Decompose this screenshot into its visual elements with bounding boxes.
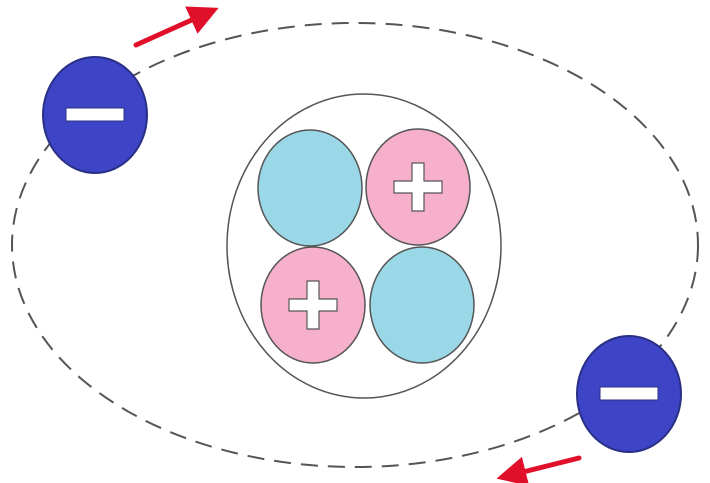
arrow-icon xyxy=(133,6,219,48)
electron-top-left xyxy=(42,56,148,174)
arrow-icon xyxy=(496,455,582,483)
minus-icon xyxy=(65,107,125,122)
electron-bottom-right xyxy=(576,335,682,453)
nucleus-boundary xyxy=(226,93,502,399)
proton-top-right xyxy=(365,128,471,246)
electron-orbit xyxy=(11,22,699,468)
nucleus xyxy=(226,93,502,399)
minus-icon xyxy=(599,386,659,401)
neutron-bottom-right xyxy=(369,246,475,364)
plus-icon xyxy=(393,162,443,212)
neutron-top-left xyxy=(257,129,363,247)
plus-icon xyxy=(288,280,338,330)
proton-bottom-left xyxy=(260,246,366,364)
